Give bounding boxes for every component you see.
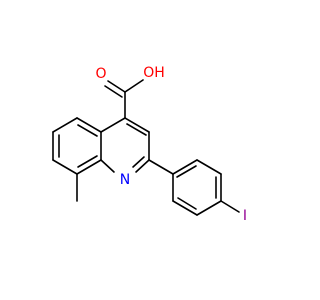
atom-label-iodine: I xyxy=(243,208,247,224)
bond-p2-p3 xyxy=(196,159,222,175)
bond-c-o-double-a xyxy=(107,80,126,93)
bond-p5-p6 xyxy=(172,200,198,216)
bond-p5-p6-inner xyxy=(177,197,197,210)
bond-c4a-c5-inner xyxy=(77,124,98,137)
benzo-ring xyxy=(52,117,102,202)
bond-c4-c3-inner xyxy=(126,123,147,136)
bond-c4a-c5 xyxy=(76,117,102,133)
bond-c-oh xyxy=(124,79,144,93)
iodophenyl-ring xyxy=(172,159,240,216)
bond-c8-c8a xyxy=(76,159,102,175)
bond-c5-c6 xyxy=(52,117,78,133)
bond-c-o-double-b xyxy=(104,85,123,98)
bond-c4a-c4 xyxy=(100,117,126,133)
bond-c4-c3 xyxy=(124,117,150,133)
atom-label-hydroxyl: OH xyxy=(143,65,165,81)
bond-c7-c8 xyxy=(52,159,78,175)
bond-n1-c8a xyxy=(100,159,115,173)
bond-c2-phenyl xyxy=(148,159,174,175)
bond-p4-p5 xyxy=(196,200,222,216)
atom-label-carbonyl-oxygen: O xyxy=(95,66,106,82)
molecule-structure-diagram: O OH N I xyxy=(52,65,247,224)
bond-p4-iodine xyxy=(220,200,240,213)
atom-label-nitrogen: N xyxy=(120,172,130,188)
bond-c8-c8a-inner xyxy=(77,155,98,168)
bond-c2-n1 xyxy=(135,159,150,173)
bond-c2-n1-inner xyxy=(132,156,145,168)
bond-p1-p2 xyxy=(172,159,198,175)
bond-p1-p2-inner xyxy=(176,165,197,178)
carboxyl-group xyxy=(104,79,144,119)
pyridine-ring xyxy=(100,117,150,173)
